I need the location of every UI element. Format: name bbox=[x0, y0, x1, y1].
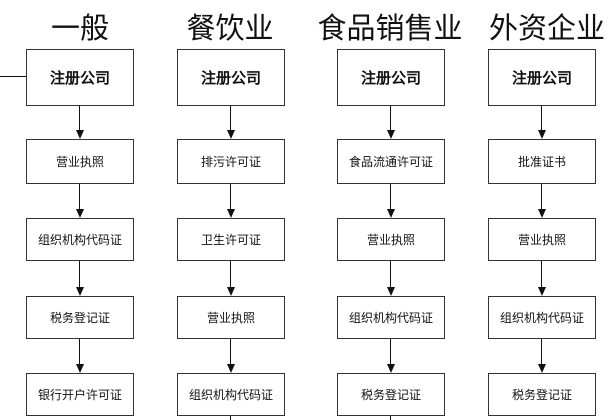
arrow-connector bbox=[541, 261, 542, 287]
arrow-connector bbox=[230, 184, 231, 209]
flow-step-box: 营业执照 bbox=[337, 218, 445, 261]
flow-step-box: 注册公司 bbox=[177, 49, 285, 106]
arrow-connector bbox=[390, 184, 391, 209]
arrow-connector bbox=[230, 339, 231, 364]
flow-step-box: 税务登记证 bbox=[488, 373, 596, 416]
flow-step-box: 营业执照 bbox=[488, 218, 596, 261]
arrow-head bbox=[227, 287, 235, 296]
flow-step-box: 卫生许可证 bbox=[177, 218, 285, 261]
arrow-connector bbox=[230, 261, 231, 287]
arrow-connector bbox=[541, 184, 542, 209]
flow-step-box: 食品流通许可证 bbox=[337, 139, 445, 184]
flow-step-box: 税务登记证 bbox=[337, 373, 445, 416]
arrow-head bbox=[538, 287, 546, 296]
flow-step-box: 组织机构代码证 bbox=[488, 296, 596, 339]
arrow-connector bbox=[390, 261, 391, 287]
flow-step-box: 批准证书 bbox=[488, 139, 596, 184]
connector-left-stub bbox=[0, 76, 26, 77]
arrow-head bbox=[76, 130, 84, 139]
arrow-head bbox=[76, 364, 84, 373]
arrow-head bbox=[538, 209, 546, 218]
arrow-head bbox=[227, 209, 235, 218]
arrow-head bbox=[387, 209, 395, 218]
flow-step-box: 组织机构代码证 bbox=[177, 373, 285, 416]
arrow-head bbox=[227, 130, 235, 139]
arrow-head bbox=[387, 287, 395, 296]
flow-step-box: 银行开户许可证 bbox=[26, 373, 134, 416]
arrow-head bbox=[387, 130, 395, 139]
arrow-head bbox=[227, 364, 235, 373]
flow-step-box: 营业执照 bbox=[26, 139, 134, 184]
arrow-connector bbox=[230, 106, 231, 130]
arrow-connector bbox=[390, 416, 391, 420]
arrow-connector bbox=[79, 261, 80, 287]
arrow-head bbox=[538, 130, 546, 139]
flow-step-box: 注册公司 bbox=[26, 49, 134, 106]
arrow-connector bbox=[390, 106, 391, 130]
column-title-general: 一般 bbox=[50, 11, 109, 45]
arrow-connector bbox=[541, 106, 542, 130]
arrow-connector bbox=[390, 339, 391, 364]
flow-step-box: 组织机构代码证 bbox=[337, 296, 445, 339]
column-title-foreign-enterprise: 外资企业 bbox=[488, 11, 605, 45]
flow-step-box: 注册公司 bbox=[488, 49, 596, 106]
arrow-head bbox=[76, 209, 84, 218]
arrow-connector bbox=[79, 106, 80, 130]
column-title-food-sales: 食品销售业 bbox=[317, 11, 463, 45]
arrow-head bbox=[76, 287, 84, 296]
arrow-head bbox=[387, 364, 395, 373]
arrow-connector bbox=[541, 339, 542, 364]
arrow-connector bbox=[230, 416, 231, 420]
flow-step-box: 组织机构代码证 bbox=[26, 218, 134, 261]
arrow-head bbox=[538, 364, 546, 373]
flow-step-box: 注册公司 bbox=[337, 49, 445, 106]
flow-step-box: 税务登记证 bbox=[26, 296, 134, 339]
arrow-connector bbox=[79, 339, 80, 364]
arrow-connector bbox=[79, 184, 80, 209]
column-title-catering: 餐饮业 bbox=[186, 11, 274, 45]
flow-step-box: 营业执照 bbox=[177, 296, 285, 339]
flow-step-box: 排污许可证 bbox=[177, 139, 285, 184]
